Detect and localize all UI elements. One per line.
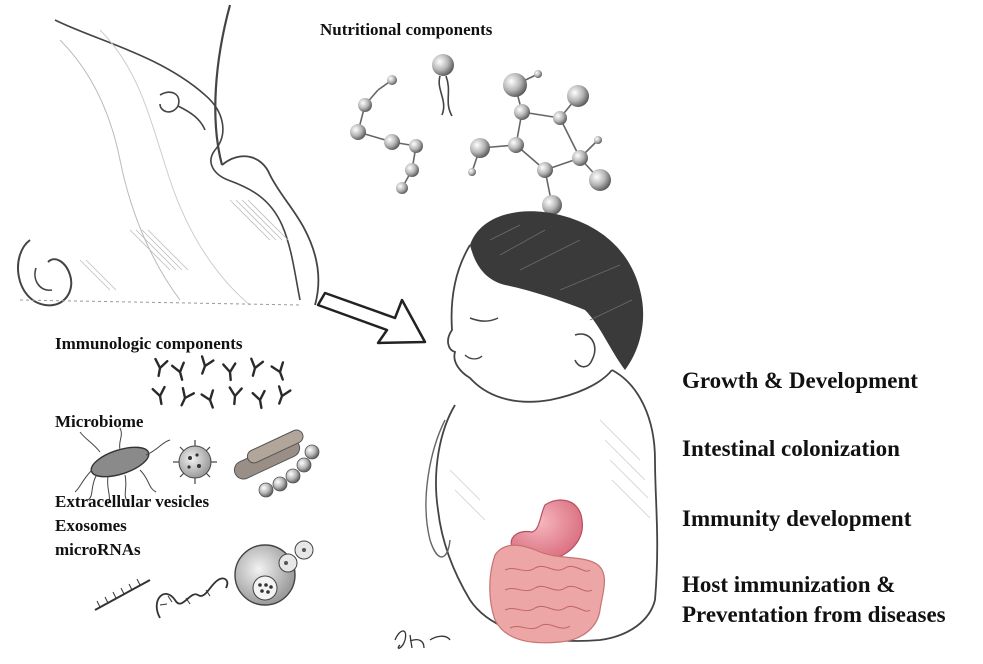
outcome-disease-prevention: Preventation from diseases: [682, 602, 946, 628]
antibody-icon: [176, 388, 194, 408]
antibody-icon: [253, 391, 268, 409]
infant-hair: [470, 211, 643, 370]
antibody-icon: [247, 359, 263, 378]
antibody-icon: [153, 359, 168, 377]
antibody-icon: [274, 386, 291, 405]
microrna-strand-icon: [95, 580, 150, 610]
antibody-icon: [202, 390, 219, 409]
nutritional-molecules-icon: [350, 54, 611, 215]
antibody-icons: [153, 356, 291, 409]
exosome-cell-icon: [235, 541, 313, 605]
spiky-virus-icon: [173, 440, 217, 484]
antibody-icon: [153, 387, 168, 405]
nutritional-components-label: Nutritional components: [320, 20, 492, 40]
outcome-host-immunization: Host immunization &: [682, 572, 895, 598]
immunologic-components-label: Immunologic components: [55, 334, 242, 354]
intestines-icon: [490, 545, 605, 643]
outcome-growth: Growth & Development: [682, 368, 918, 394]
outcome-immunity-development: Immunity development: [682, 506, 911, 532]
antibody-icon: [228, 388, 241, 405]
extracellular-vesicles-label: Extracellular vesicles: [55, 492, 209, 512]
exosomes-label: Exosomes: [55, 516, 127, 536]
mother-breastfeeding-sketch: [18, 5, 318, 305]
artist-signature: [395, 631, 450, 648]
hairpin-rna-icon: [157, 578, 228, 618]
infant-sketch: [426, 211, 657, 643]
sketch-shading: [80, 200, 288, 290]
antibody-icon: [272, 362, 289, 381]
antibody-icon: [223, 364, 236, 381]
micrornas-label: microRNAs: [55, 540, 141, 560]
outcome-intestinal-colonization: Intestinal colonization: [682, 436, 900, 462]
antibody-icon: [197, 356, 214, 375]
transfer-arrow: [318, 293, 425, 343]
antibody-icon: [172, 363, 188, 382]
microbiome-label: Microbiome: [55, 412, 143, 432]
